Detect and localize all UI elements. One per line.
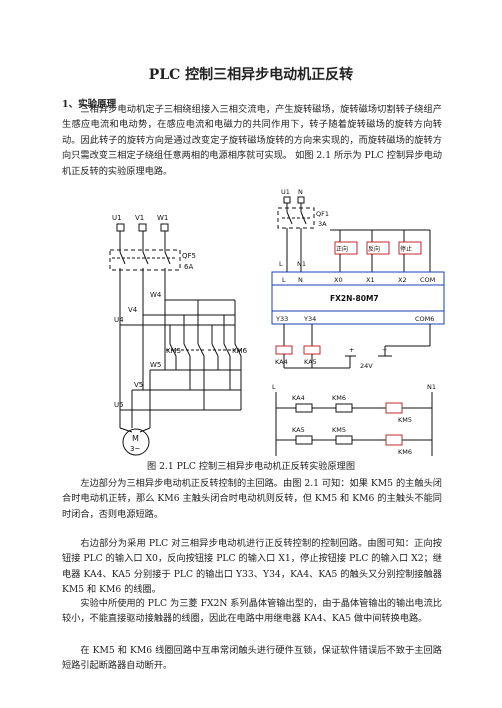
ladder-km5-contact: [335, 435, 353, 445]
label-w4: W4: [150, 291, 162, 299]
label-line-l: L: [279, 260, 283, 268]
label-plc-n: N: [298, 276, 303, 284]
label-reverse-button: 反向: [368, 245, 380, 253]
label-qf5: QF5: [182, 252, 196, 260]
stop-button-box: [398, 241, 422, 255]
label-plc-l: L: [282, 276, 286, 284]
label-qf5-rating: 6A: [184, 263, 193, 271]
label-w5: W5: [150, 361, 161, 369]
label-v4: V4: [128, 306, 138, 314]
label-km5-main: KM5: [166, 347, 181, 355]
label-u5: U5: [114, 401, 124, 409]
label-dc-minus: −: [382, 346, 387, 354]
label-supply-u1: U1: [281, 188, 290, 196]
label-forward-button: 正向: [336, 245, 348, 253]
paragraph-plc-relays: 实验中所使用的 PLC 为三菱 FX2N 系列晶体管输出型的，由于晶体管输出的输…: [62, 598, 442, 625]
figure-caption: 图 2.1 PLC 控制三相异步电动机正反转实验原理图: [146, 461, 356, 472]
ladder-ka5-contact: [295, 435, 313, 445]
label-plc-x0: X0: [334, 276, 343, 284]
ladder-km6-coil: [385, 434, 403, 446]
label-relay-ka4: KA4: [275, 358, 288, 366]
label-rail-n1: N1: [427, 383, 436, 391]
label-plc-com: COM: [420, 276, 435, 284]
label-ladder-coil-km6: KM6: [398, 448, 412, 456]
breaker-qf1-box: [277, 207, 315, 229]
label-v1: V1: [135, 214, 144, 222]
reverse-button-box: [366, 241, 390, 255]
label-line-n1: N1: [297, 260, 306, 268]
relay-ka5-coil: [303, 345, 321, 355]
label-plc-model: FX2N-80M7: [330, 294, 379, 303]
label-rail-l: L: [272, 383, 276, 391]
ladder-km5-coil: [385, 402, 403, 414]
paragraph-control-circuit: 右边部分为采用 PLC 对三相异步电动机进行正反转控制的控制回路。由图可知：正向…: [62, 538, 442, 596]
forward-button-box: [334, 241, 358, 255]
ladder-ka4-contact: [295, 403, 313, 413]
page-title: PLC 控制三相异步电动机正反转: [148, 67, 354, 83]
label-dc-voltage: 24V: [360, 362, 373, 370]
terminal-v1: [138, 223, 147, 232]
main-circuit-labels: U1 V1 W1 QF5 6A W4 V4 U4 W5 V5 U5 KM5 KM…: [112, 214, 248, 453]
label-w1: W1: [157, 214, 168, 222]
label-plc-y34: Y34: [303, 315, 316, 323]
label-ladder-km6: KM6: [332, 394, 346, 402]
label-ladder-coil-km5: KM5: [398, 416, 412, 424]
label-motor-m: M: [132, 434, 139, 443]
label-motor-phase: 3~: [130, 445, 140, 453]
label-stop-button: 停止: [400, 245, 412, 253]
breaker-qf5-box: [109, 249, 181, 271]
label-qf1: QF1: [316, 210, 329, 218]
label-v5: V5: [134, 381, 143, 389]
terminal-w1: [160, 223, 169, 232]
terminal-supply-n: [297, 196, 305, 204]
label-km6-main: KM6: [232, 347, 248, 355]
paragraph-interlock: 在 KM5 和 KM6 线圈回路中互串常闭触头进行硬件互锁，保证软件错误后不致于…: [62, 645, 442, 672]
relay-ka4-coil: [275, 345, 293, 355]
control-circuit: [271, 196, 445, 456]
control-circuit-labels: U1 N QF1 3A L N1 正向 反向 停止 L N X0 X1 X2 C…: [272, 188, 436, 456]
ladder-km6-contact: [335, 403, 353, 413]
section-heading: 1、实验原理: [62, 99, 117, 110]
plc-block: [271, 271, 445, 325]
label-u4: U4: [114, 316, 124, 324]
label-ladder-km5: KM5: [332, 426, 346, 434]
label-supply-n: N: [298, 188, 303, 196]
terminal-u1: [116, 223, 125, 232]
label-plc-x2: X2: [398, 276, 407, 284]
label-dc-plus: +: [349, 346, 354, 354]
label-qf1-rating: 3A: [318, 220, 327, 228]
paragraph-main-circuit: 左边部分为三相异步电动机正反转控制的主回路。由图 2.1 可知：如果 KM5 的…: [62, 478, 442, 520]
label-plc-com6: COM6: [415, 315, 434, 323]
label-ladder-ka5: KA5: [292, 426, 305, 434]
main-circuit: [109, 223, 244, 456]
paragraph-principle: 三相异步电动机定子三相绕组接入三相交流电，产生旋转磁场，旋转磁场切割转子绕组产生…: [62, 104, 442, 177]
label-u1: U1: [112, 214, 122, 222]
label-relay-ka5: KA5: [304, 358, 317, 366]
label-plc-y33: Y33: [275, 315, 288, 323]
terminal-supply-u1: [283, 196, 291, 204]
label-ladder-ka4: KA4: [292, 394, 305, 402]
motor-symbol: [122, 428, 150, 456]
label-plc-x1: X1: [366, 276, 375, 284]
